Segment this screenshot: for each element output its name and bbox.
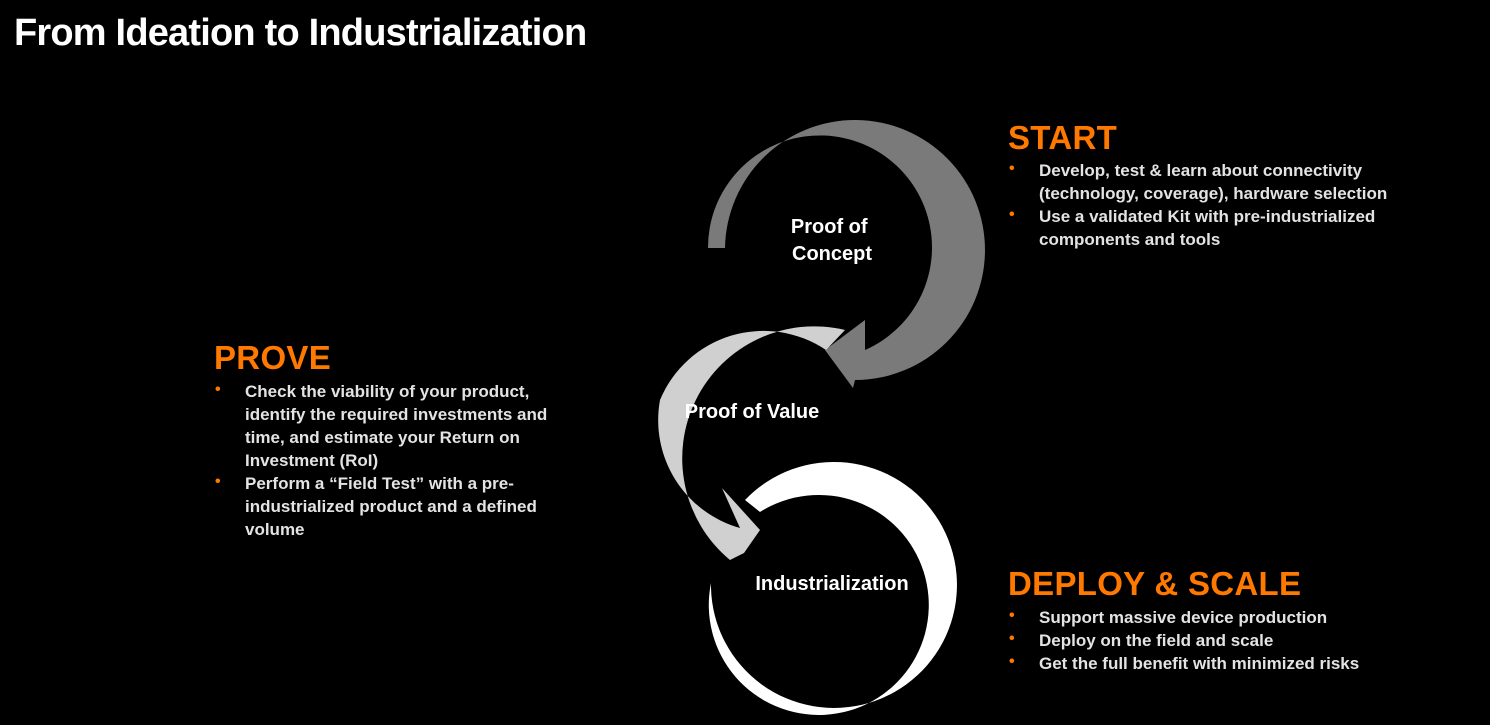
deploy-bullet-1: • Support massive device production [1008,606,1458,629]
page-title: From Ideation to Industrialization [14,12,587,54]
stage-label-industrialization: Industrialization [755,573,908,595]
bullet-dot-icon: • [1009,206,1015,223]
start-bullet-2: • Use a validated Kit with pre-industria… [1008,205,1458,251]
deploy-bullet-3: • Get the full benefit with minimized ri… [1008,652,1458,675]
deploy-heading: DEPLOY & SCALE [1008,565,1302,602]
stage-label-proof-of-concept: Proof of Concept [791,216,873,265]
deploy-bullet-list: • Support massive device production • De… [1008,606,1458,675]
prove-bullet-1: • Check the viability of your product, i… [214,380,594,472]
deploy-panel: DEPLOY & SCALE • Support massive device … [1008,566,1458,675]
prove-heading: PROVE [214,339,332,376]
stage-label-proof-of-value: Proof of Value [685,401,819,423]
prove-bullet-2: • Perform a “Field Test” with a pre- ind… [214,472,594,541]
bullet-dot-icon: • [1009,607,1015,624]
bullet-dot-icon: • [1009,160,1015,177]
proof-of-concept-arrow [707,120,985,388]
start-bullet-1: • Develop, test & learn about connectivi… [1008,159,1458,205]
start-panel: START • Develop, test & learn about conn… [1008,120,1458,251]
proof-of-value-arrow [658,326,845,560]
bullet-dot-icon: • [1009,653,1015,670]
start-bullet-list: • Develop, test & learn about connectivi… [1008,159,1458,251]
deploy-bullet-2: • Deploy on the field and scale [1008,629,1458,652]
prove-panel: PROVE • Check the viability of your prod… [214,340,594,541]
bullet-dot-icon: • [1009,630,1015,647]
prove-bullet-list: • Check the viability of your product, i… [214,380,594,541]
industrialization-ring [708,461,957,715]
bullet-dot-icon: • [215,381,221,398]
bullet-dot-icon: • [215,473,221,490]
start-heading: START [1008,119,1118,156]
